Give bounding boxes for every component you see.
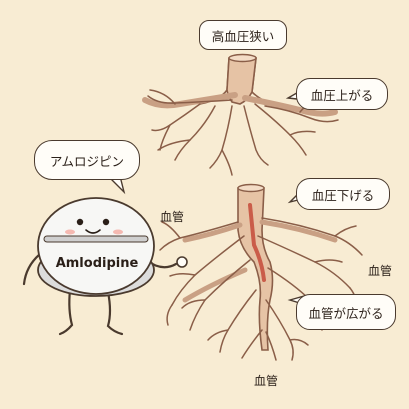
vessel-label-bottom: 血管	[254, 374, 279, 388]
mid-right-bubble: 血圧下げる	[296, 178, 390, 210]
pill-character	[22, 197, 188, 336]
top-title-text: 高血圧狭い	[211, 28, 275, 44]
pill-name-label: Amlodipine	[55, 256, 139, 271]
mid-right-text: 血圧下げる	[311, 187, 375, 203]
bottom-right-bubble: 血管が広がる	[296, 294, 396, 330]
vessel-label-left: 血管	[160, 210, 185, 224]
top-right-bubble: 血圧上がる	[296, 78, 388, 110]
top-title-bubble: 高血圧狭い	[199, 20, 287, 50]
pill-speech-text: アムロジピン	[49, 153, 125, 169]
bottom-right-text: 血管が広がる	[308, 305, 384, 321]
top-right-text: 血圧上がる	[310, 87, 374, 103]
dilated-vessel-root	[159, 183, 363, 361]
pill-speech-tail	[109, 175, 126, 195]
narrow-vessel-root	[142, 53, 339, 176]
vessel-label-right: 血管	[368, 264, 393, 278]
pill-speech-bubble: アムロジピン	[34, 140, 140, 180]
